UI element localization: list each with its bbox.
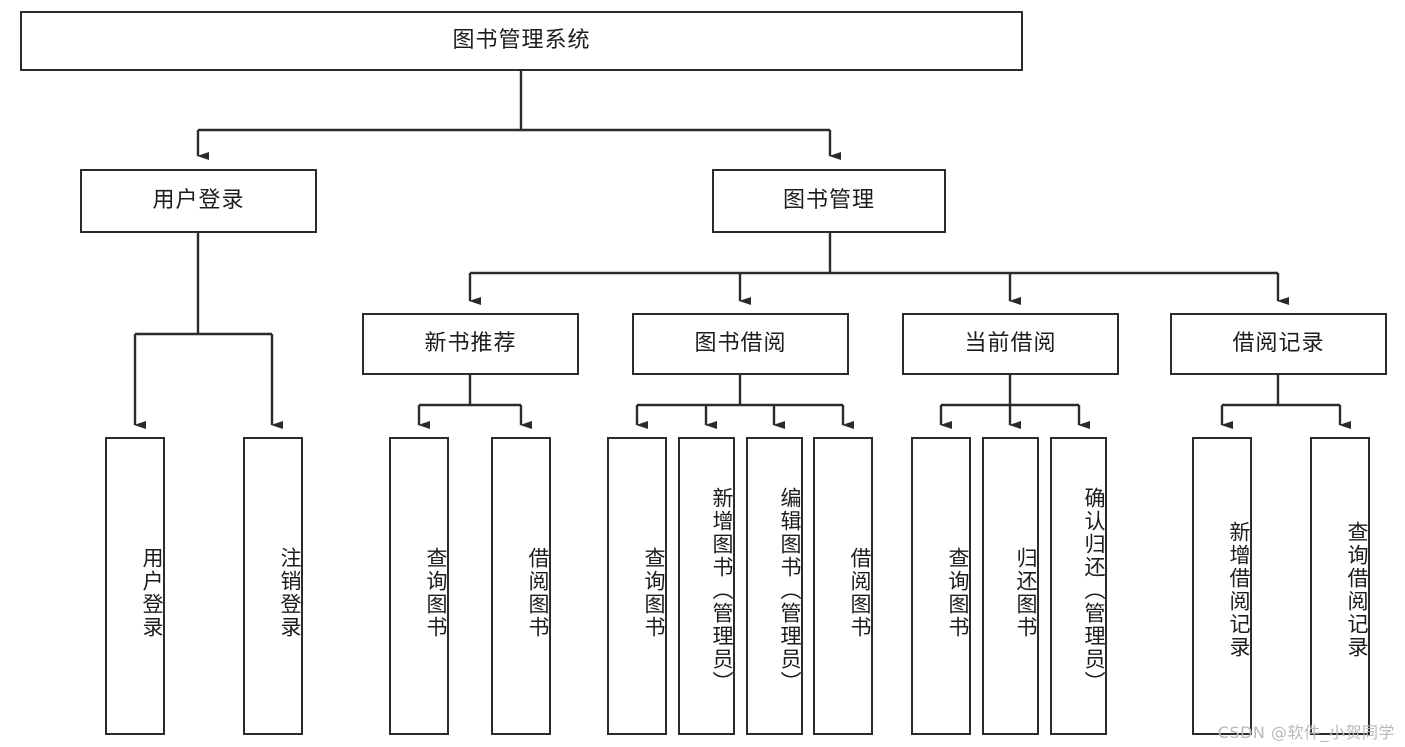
leaf-label: 新增图书（管理员） — [710, 486, 734, 694]
csdn-watermark: CSDN @软件_小贺同学 — [1217, 723, 1395, 742]
leaf-new-book-query-book[interactable]: 查询图书 — [389, 437, 449, 735]
node-user-login-label: 用户登录 — [152, 187, 245, 213]
leaf-label: 用户登录 — [140, 547, 164, 639]
leaf-user-login-logout[interactable]: 注销登录 — [243, 437, 303, 735]
leaf-label: 查询图书 — [642, 547, 666, 639]
leaf-label: 新增借阅记录 — [1227, 521, 1251, 659]
leaf-label: 编辑图书（管理员） — [778, 486, 802, 694]
leaf-label: 查询图书 — [946, 547, 970, 639]
node-borrow-record-label: 借阅记录 — [1232, 330, 1325, 356]
node-root-system[interactable]: 图书管理系统 — [20, 11, 1023, 71]
node-borrow-record[interactable]: 借阅记录 — [1170, 313, 1387, 375]
leaf-label: 确认归还（管理员） — [1082, 486, 1106, 694]
leaf-new-book-borrow-book[interactable]: 借阅图书 — [491, 437, 551, 735]
node-current-borrow[interactable]: 当前借阅 — [902, 313, 1119, 375]
leaf-current-borrow-confirm-return-admin[interactable]: 确认归还（管理员） — [1050, 437, 1107, 735]
node-book-borrow-label: 图书借阅 — [694, 330, 787, 356]
leaf-book-borrow-add-book-admin[interactable]: 新增图书（管理员） — [678, 437, 735, 735]
leaf-current-borrow-return-book[interactable]: 归还图书 — [982, 437, 1039, 735]
leaf-user-login-login[interactable]: 用户登录 — [105, 437, 165, 735]
node-book-management[interactable]: 图书管理 — [712, 169, 946, 233]
leaf-label: 查询借阅记录 — [1345, 521, 1369, 659]
leaf-book-borrow-query-book[interactable]: 查询图书 — [607, 437, 667, 735]
leaf-label: 归还图书 — [1014, 547, 1038, 639]
leaf-borrow-record-add-record[interactable]: 新增借阅记录 — [1192, 437, 1252, 735]
node-root-label: 图书管理系统 — [452, 27, 591, 53]
leaf-book-borrow-borrow-book[interactable]: 借阅图书 — [813, 437, 873, 735]
node-book-borrow[interactable]: 图书借阅 — [632, 313, 849, 375]
node-user-login[interactable]: 用户登录 — [80, 169, 317, 233]
leaf-book-borrow-edit-book-admin[interactable]: 编辑图书（管理员） — [746, 437, 803, 735]
leaf-label: 借阅图书 — [848, 547, 872, 639]
node-new-book-recommend-label: 新书推荐 — [424, 330, 517, 356]
leaf-current-borrow-query-book[interactable]: 查询图书 — [911, 437, 971, 735]
leaf-label: 查询图书 — [424, 547, 448, 639]
leaf-label: 借阅图书 — [526, 547, 550, 639]
node-current-borrow-label: 当前借阅 — [964, 330, 1057, 356]
leaf-label: 注销登录 — [278, 547, 302, 639]
leaf-borrow-record-query-record[interactable]: 查询借阅记录 — [1310, 437, 1370, 735]
node-book-management-label: 图书管理 — [782, 187, 875, 213]
node-new-book-recommend[interactable]: 新书推荐 — [362, 313, 579, 375]
